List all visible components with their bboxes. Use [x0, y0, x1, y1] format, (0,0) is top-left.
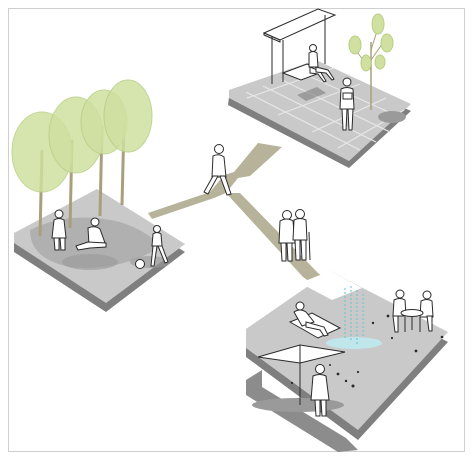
walking-person [203, 144, 232, 196]
standing-person-umbrella [310, 364, 330, 417]
young-tree [348, 13, 394, 110]
fountain [326, 286, 382, 349]
grove-trees [11, 79, 153, 237]
cafe-plaza [246, 271, 448, 452]
lounging-person [288, 301, 342, 339]
paving-dots [290, 314, 444, 397]
frame-border [8, 8, 465, 452]
shelter-shadow [297, 87, 326, 101]
path-landing [300, 271, 362, 300]
connecting-path [148, 143, 326, 285]
umbrella-shadow [252, 398, 344, 412]
couple-with-cane [278, 209, 311, 262]
market-umbrella [257, 344, 346, 405]
seated-person-shelter [308, 44, 335, 83]
cafe-table [392, 289, 434, 333]
ball-icon [135, 259, 145, 269]
tree-shadow [378, 111, 406, 123]
standing-person-grove [51, 209, 67, 251]
seated-person-grove [75, 217, 107, 251]
child-with-ball [135, 225, 169, 269]
standing-person-reading [339, 77, 355, 131]
